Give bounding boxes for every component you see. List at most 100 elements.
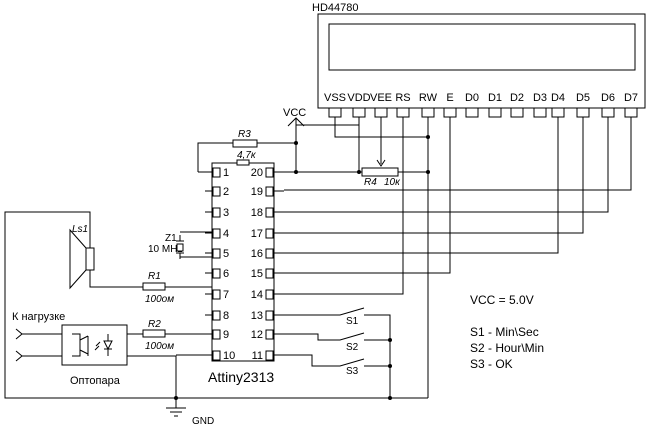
mcu-pin-5 (212, 248, 221, 259)
r2-value: 100ом (145, 341, 174, 352)
mcu-pin-13 (265, 310, 274, 321)
lcd-pin-d2 (510, 107, 524, 118)
lcd-pin-d3-label: D3 (533, 92, 547, 104)
lcd-pin-d4 (551, 107, 565, 118)
mcu-pin-4-label: 4 (223, 228, 229, 240)
r4-value: 10к (384, 177, 401, 188)
note-s3: S3 - OK (470, 357, 513, 371)
switch-s2-label: S2 (346, 342, 359, 353)
gnd-symbol-icon (166, 398, 186, 417)
optocoupler-wiring (127, 333, 212, 398)
lcd-pin-vss-label: VSS (324, 92, 346, 104)
mcu-pin-3-label: 3 (223, 207, 229, 219)
r3-resistor (232, 139, 258, 148)
lcd-pin-d0-label: D0 (465, 92, 479, 104)
lcd-pin-d5 (576, 107, 590, 118)
mcu-pin-19-label: 19 (251, 186, 263, 198)
mcu-pin-7 (212, 289, 221, 300)
mcu-pin-15 (265, 268, 274, 279)
mcu-pin-1-label: 1 (223, 167, 229, 179)
note-s2: S2 - Hour\Min (470, 341, 544, 355)
mcu-pin-6 (212, 268, 221, 279)
load-label: К нагрузке (12, 311, 65, 323)
lcd-pin-rs-label: RS (395, 92, 410, 104)
mcu-pin-10-label: 10 (223, 350, 235, 362)
lcd-pin-d4-label: D4 (551, 92, 565, 104)
mcu-pin-17 (265, 228, 274, 239)
load-arrows-icon (15, 328, 62, 362)
mcu-pin-16 (265, 248, 274, 259)
lcd-pin-d7 (624, 107, 638, 118)
gnd-label: GND (192, 416, 214, 427)
switch-wiring (284, 307, 392, 398)
r2-resistor (142, 329, 166, 338)
mcu-pin-16-label: 16 (251, 248, 263, 260)
mcu-pin-2-label: 2 (223, 186, 229, 198)
lcd-pin-d7-label: D7 (624, 92, 638, 104)
mcu-pin-12-label: 12 (251, 329, 263, 341)
r3-value: 4,7к (237, 150, 257, 161)
mcu-pin-9-label: 9 (223, 329, 229, 341)
lcd-pin-vdd (352, 107, 366, 118)
lcd-pin-d2-label: D2 (510, 92, 524, 104)
r4-name: R4 (364, 177, 377, 188)
r3-name: R3 (238, 129, 251, 140)
junction-dots (174, 135, 430, 400)
mcu-pin-18 (265, 207, 274, 218)
mcu-pin-10 (212, 350, 221, 361)
mcu-pin-13-label: 13 (251, 310, 263, 322)
crystal-value: 10 MHz (148, 244, 182, 255)
mcu-pin-14-label: 14 (251, 289, 263, 301)
mcu-notch (236, 159, 250, 166)
phototransistor-icon (72, 333, 89, 357)
mcu-pin-19 (265, 186, 274, 197)
r2-name: R2 (148, 319, 161, 330)
mcu-pin-1 (212, 167, 221, 178)
mcu-body (211, 162, 275, 362)
mcu-pin-15-label: 15 (251, 268, 263, 280)
lcd-pin-d1-label: D1 (488, 92, 502, 104)
lcd-title: HD44780 (312, 2, 358, 14)
lcd-pin-vee-label: VEE (370, 92, 392, 104)
lcd-pin-d0 (465, 107, 479, 118)
mcu-pin-7-label: 7 (223, 289, 229, 301)
r1-name: R1 (148, 271, 161, 282)
lcd-pin-d6-label: D6 (601, 92, 615, 104)
mcu-pin-17-label: 17 (251, 228, 263, 240)
r4-wiper-arrow-icon (376, 159, 386, 167)
switch-s1-label: S1 (346, 316, 359, 327)
lcd-pin-vss (328, 107, 342, 118)
mcu-pin-12 (265, 329, 274, 340)
optocoupler-body (61, 324, 128, 366)
lcd-pin-vdd-label: VDD (347, 92, 370, 104)
optocoupler-label: Оптопара (70, 375, 121, 387)
mcu-pin-6-label: 6 (223, 268, 229, 280)
lcd-screen (328, 23, 636, 71)
crystal-name: Z1 (165, 233, 177, 244)
mcu-pin-14 (265, 289, 274, 300)
lcd-pin-vee (374, 107, 388, 118)
lcd-pin-d3 (533, 107, 547, 118)
mcu-name: Attiny2313 (208, 369, 274, 385)
r3-wiring (197, 142, 296, 172)
mcu-pin-18-label: 18 (251, 207, 263, 219)
lcd-pin-rs (396, 107, 410, 118)
r1-value: 100ом (145, 294, 174, 305)
switch-s3-label: S3 (346, 366, 359, 377)
led-icon (94, 334, 113, 356)
mcu-pin-8-label: 8 (223, 310, 229, 322)
note-vcc: VCC = 5.0V (470, 293, 534, 307)
r4-potentiometer (361, 167, 399, 177)
lcd-pin-e (443, 107, 457, 118)
mcu-pin-4 (212, 228, 221, 239)
mcu-pin-9 (212, 329, 221, 340)
speaker-name: Ls1 (72, 224, 88, 235)
r1-resistor (142, 282, 166, 291)
lcd-pin-d5-label: D5 (576, 92, 590, 104)
mcu-pin-11 (265, 350, 274, 361)
lcd-pin-d1 (488, 107, 502, 118)
mcu-pin-11-label: 11 (252, 350, 263, 362)
mcu-pin-20 (265, 167, 274, 178)
